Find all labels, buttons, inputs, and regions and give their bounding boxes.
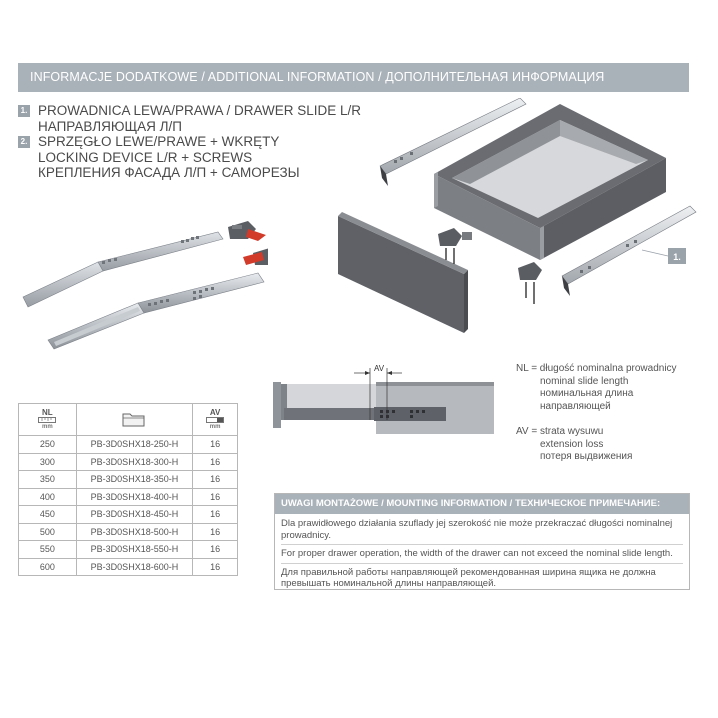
cell-av: 16: [192, 540, 238, 559]
cell-nl: 300: [18, 452, 77, 471]
cell-av: 16: [192, 487, 238, 506]
callout-tag-label: 1.: [673, 252, 681, 262]
cell-code: PB-3D0SHX18-600-H: [75, 557, 194, 576]
callout-line: [641, 249, 669, 257]
callout-tag: [668, 248, 686, 264]
av-dimension-label: AV: [374, 364, 385, 373]
cell-nl: 350: [18, 470, 77, 489]
mounting-text-pl: Dla prawidłowego działania szuflady jej …: [281, 518, 673, 541]
cell-av: 16: [192, 505, 238, 524]
cell-av: 16: [192, 435, 238, 454]
slide-kit-illustration: [22, 221, 268, 350]
cabinet-side: [273, 382, 381, 428]
extension-loss-diagram: AV: [273, 364, 494, 434]
note-line: nominal slide length: [540, 375, 629, 387]
nl-note: NL = długość nominalna prowadnicy nomina…: [516, 363, 677, 413]
cell-nl: 500: [18, 522, 77, 541]
legend-line: КРЕПЛЕНИЯ ФАСАДА Л/П + САМОРЕЗЫ: [38, 165, 300, 180]
drawer-front-panel: [338, 212, 468, 333]
drawer-assembly-illustration: 1.: [338, 98, 697, 333]
mounting-text-en: For proper drawer operation, the width o…: [281, 548, 673, 559]
mounting-info-box: UWAGI MONTAŻOWE / MOUNTING INFORMATION /…: [274, 493, 690, 590]
cell-code: PB-3D0SHX18-550-H: [75, 540, 194, 559]
note-line: NL = długość nominalna prowadnicy: [516, 363, 677, 374]
legend-line: SPRZĘGŁO LEWE/PRAWE + WKRĘTY: [38, 134, 280, 149]
cell-nl: 400: [18, 487, 77, 506]
cell-code: PB-3D0SHX18-350-H: [75, 470, 194, 489]
drawer-slide-right: [561, 205, 697, 296]
cell-av: 16: [192, 557, 238, 576]
legend-number: 2.: [18, 136, 30, 148]
cell-av: 16: [192, 522, 238, 541]
header-nl: NL mm: [18, 403, 77, 436]
divider: [281, 544, 683, 545]
locking-device-with-screws-right: [518, 262, 542, 304]
note-line: направляющей: [540, 400, 611, 412]
table-header-row: NL mm AV mm: [18, 403, 238, 436]
cell-nl: 250: [18, 435, 77, 454]
legend-line: LOCKING DEVICE L/R + SCREWS: [38, 149, 253, 165]
section-header: INFORMACJE DODATKOWE / ADDITIONAL INFORM…: [18, 63, 689, 92]
mounting-text-ru: Для правильной работы направляющей реком…: [281, 566, 656, 590]
note-line: потеря выдвижения: [540, 451, 633, 462]
cell-code: PB-3D0SHX18-400-H: [75, 487, 194, 506]
extension-loss-icon: [206, 416, 224, 423]
cell-code: PB-3D0SHX18-450-H: [75, 505, 194, 524]
legend-item-slide: 1. PROWADNICA LEWA/PRAWA / DRAWER SLIDE …: [18, 103, 378, 134]
nl-header-unit: mm: [42, 423, 53, 430]
locking-device-with-screws-left: [438, 228, 472, 264]
locking-device-left: [228, 221, 266, 241]
av-dimension: AV: [354, 364, 402, 420]
legend-number: 1.: [18, 105, 30, 117]
av-note: AV = strata wysuwu extension loss потеря…: [516, 426, 632, 464]
cell-nl: 450: [18, 505, 77, 524]
cell-av: 16: [192, 470, 238, 489]
drawer-box: [434, 104, 666, 260]
av-header-unit: mm: [209, 423, 221, 430]
mounting-info-title: UWAGI MONTAŻOWE / MOUNTING INFORMATION /…: [275, 494, 689, 514]
cell-nl: 550: [18, 540, 77, 559]
header-code: [75, 403, 194, 436]
note-line: номинальная длина: [540, 388, 634, 399]
slide-section: [284, 407, 446, 421]
av-header-label: AV: [209, 407, 221, 417]
cell-av: 16: [192, 452, 238, 471]
divider: [281, 562, 683, 564]
parts-legend: 1. PROWADNICA LEWA/PRAWA / DRAWER SLIDE …: [18, 103, 378, 181]
nl-header-label: NL: [42, 407, 53, 417]
legend-line: НАПРАВЛЯЮЩАЯ Л/П: [38, 118, 182, 134]
locking-device-right: [243, 248, 268, 265]
nominal-length-icon: [38, 416, 57, 423]
drawer-slide-left: [379, 98, 527, 186]
cell-code: PB-3D0SHX18-250-H: [75, 435, 194, 454]
note-line: AV = strata wysuwu: [516, 426, 604, 437]
header-av: AV mm: [192, 403, 238, 436]
cell-code: PB-3D0SHX18-500-H: [75, 522, 194, 541]
legend-item-locking-device: 2. SPRZĘGŁO LEWE/PRAWE + WKRĘTY LOCKING …: [18, 134, 378, 181]
cell-nl: 600: [18, 557, 77, 576]
cell-code: PB-3D0SHX18-300-H: [75, 452, 194, 471]
note-line: extension loss: [540, 438, 604, 450]
folder-icon: [122, 413, 145, 426]
legend-line: PROWADNICA LEWA/PRAWA / DRAWER SLIDE L/R: [38, 103, 362, 118]
drawer-slide-front: [47, 272, 265, 350]
drawer-slide-back: [22, 231, 224, 308]
